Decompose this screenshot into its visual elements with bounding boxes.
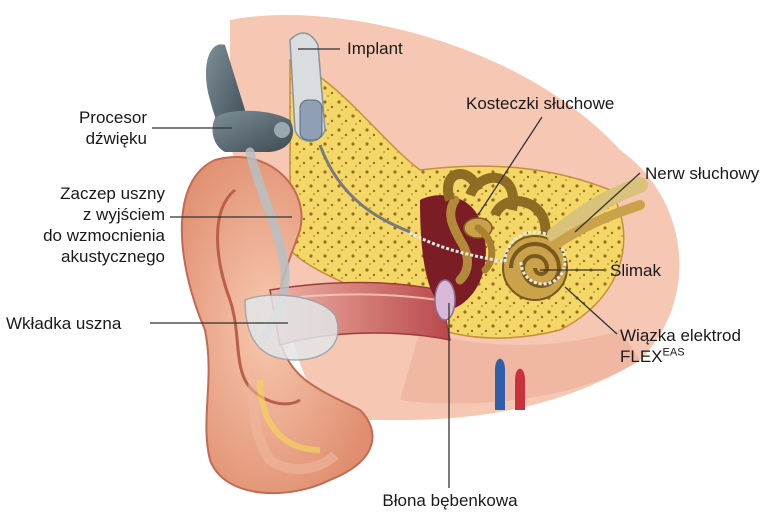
label-zaczep-line2: z wyjściem [0, 204, 165, 225]
label-wiazka-eas: EAS [663, 346, 685, 358]
label-procesor: Procesor dźwięku [55, 107, 147, 149]
label-wiazka-line2: FLEXEAS [620, 346, 741, 367]
label-blona: Błona bębenkowa [375, 490, 525, 511]
label-implant: Implant [347, 38, 403, 59]
label-nerw: Nerw słuchowy [645, 163, 759, 184]
tympanic-membrane [435, 280, 455, 320]
label-zaczep: Zaczep uszny z wyjściem do wzmocnienia a… [0, 183, 165, 267]
label-slimak: Ślimak [610, 260, 661, 281]
label-procesor-line2: dźwięku [55, 128, 147, 149]
label-wkladka: Wkładka uszna [6, 313, 121, 334]
label-wiazka-flex: FLEX [620, 347, 663, 366]
label-procesor-line1: Procesor [55, 107, 147, 128]
label-zaczep-line4: akustycznego [0, 246, 165, 267]
label-kosteczki: Kosteczki słuchowe [466, 93, 614, 114]
label-zaczep-line3: do wzmocnienia [0, 225, 165, 246]
label-zaczep-line1: Zaczep uszny [0, 183, 165, 204]
label-wiazka-line1: Wiązka elektrod [620, 325, 741, 346]
label-wiazka: Wiązka elektrod FLEXEAS [620, 325, 741, 367]
